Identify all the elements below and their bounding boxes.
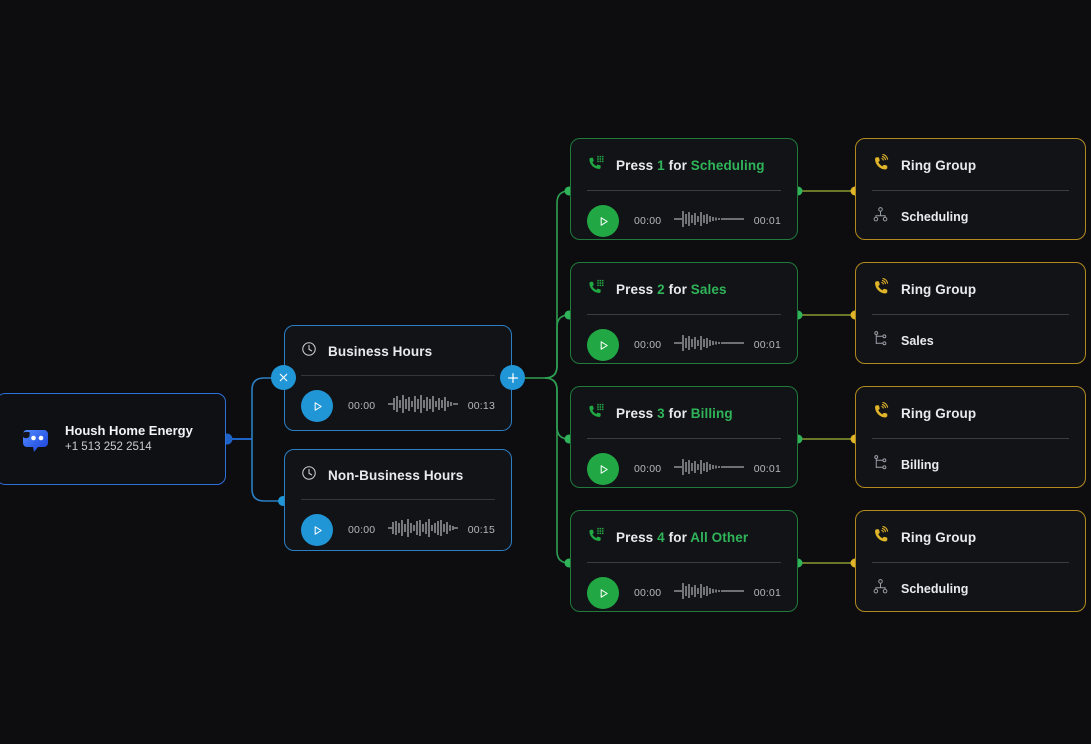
ring-group-destination: Scheduling bbox=[901, 210, 969, 224]
ivr-destination: Scheduling bbox=[690, 158, 765, 173]
ivr-option-node[interactable]: Press 1 for Scheduling 00:00 00:01 bbox=[570, 138, 798, 240]
audio-start-time: 00:00 bbox=[634, 463, 662, 475]
ring-group-node[interactable]: Ring Group Billing bbox=[855, 386, 1086, 488]
audio-end-time: 00:01 bbox=[753, 339, 781, 351]
play-button[interactable] bbox=[587, 453, 619, 485]
divider bbox=[587, 190, 781, 191]
audio-end-time: 00:01 bbox=[753, 215, 781, 227]
ivr-destination: Sales bbox=[690, 282, 727, 297]
node-title: Business Hours bbox=[328, 344, 433, 359]
ivr-key: 1 bbox=[657, 158, 665, 173]
org-chart-icon bbox=[872, 206, 889, 228]
audio-start-time: 00:00 bbox=[348, 524, 376, 536]
ring-group-destination: Scheduling bbox=[901, 582, 969, 596]
organization-phone: +1 513 252 2514 bbox=[65, 441, 152, 454]
ring-group-node[interactable]: Ring Group Scheduling bbox=[855, 138, 1086, 240]
ringing-phone-icon bbox=[872, 525, 890, 549]
audio-start-time: 00:00 bbox=[348, 400, 376, 412]
non-business-hours-node[interactable]: Non-Business Hours 00:00 00:15 bbox=[284, 449, 512, 551]
ivr-option-node[interactable]: Press 3 for Billing 00:00 00:01 bbox=[570, 386, 798, 488]
ivr-key: 2 bbox=[657, 282, 665, 297]
ivr-destination: Billing bbox=[690, 406, 733, 421]
dialpad-phone-icon bbox=[587, 402, 605, 425]
divider bbox=[587, 562, 781, 563]
branch-icon bbox=[872, 330, 889, 352]
press-label: Press bbox=[616, 158, 654, 173]
audio-start-time: 00:00 bbox=[634, 587, 662, 599]
ring-group-destination: Sales bbox=[901, 334, 934, 348]
play-button[interactable] bbox=[301, 514, 333, 546]
remove-node-button[interactable] bbox=[271, 365, 296, 390]
audio-end-time: 00:01 bbox=[753, 587, 781, 599]
ringing-phone-icon bbox=[872, 153, 890, 177]
node-title: Ring Group bbox=[901, 158, 977, 173]
play-button[interactable] bbox=[301, 390, 333, 422]
audio-start-time: 00:00 bbox=[634, 215, 662, 227]
divider bbox=[301, 499, 495, 500]
ringing-phone-icon bbox=[872, 277, 890, 301]
business-hours-node[interactable]: Business Hours 00:00 00:13 bbox=[284, 325, 512, 431]
add-node-button[interactable] bbox=[500, 365, 525, 390]
node-title: Ring Group bbox=[901, 530, 977, 545]
dialpad-phone-icon bbox=[587, 278, 605, 301]
ivr-key: 3 bbox=[657, 406, 665, 421]
clock-icon bbox=[301, 341, 317, 362]
node-title: Ring Group bbox=[901, 406, 977, 421]
divider bbox=[872, 438, 1069, 439]
dialpad-phone-icon bbox=[587, 526, 605, 549]
ivr-option-label: Press 2 for Sales bbox=[616, 282, 727, 297]
waveform[interactable] bbox=[387, 393, 459, 420]
divider bbox=[872, 190, 1069, 191]
ivr-option-label: Press 1 for Scheduling bbox=[616, 158, 765, 173]
branch-icon bbox=[872, 454, 889, 476]
audio-end-time: 00:01 bbox=[753, 463, 781, 475]
divider bbox=[587, 438, 781, 439]
press-label: Press bbox=[616, 406, 654, 421]
node-title: Non-Business Hours bbox=[328, 468, 464, 483]
divider bbox=[301, 375, 495, 376]
clock-icon bbox=[301, 465, 317, 486]
play-button[interactable] bbox=[587, 577, 619, 609]
node-title: Ring Group bbox=[901, 282, 977, 297]
waveform[interactable] bbox=[387, 517, 459, 544]
ivr-key: 4 bbox=[657, 530, 665, 545]
ivr-option-label: Press 4 for All Other bbox=[616, 530, 748, 545]
close-icon bbox=[279, 373, 288, 382]
plus-icon bbox=[507, 372, 518, 383]
ring-group-destination: Billing bbox=[901, 458, 940, 472]
press-label: Press bbox=[616, 282, 654, 297]
divider bbox=[587, 314, 781, 315]
ring-group-node[interactable]: Ring Group Sales bbox=[855, 262, 1086, 364]
for-label: for bbox=[668, 158, 687, 173]
ring-group-node[interactable]: Ring Group Scheduling bbox=[855, 510, 1086, 612]
waveform[interactable] bbox=[673, 332, 745, 359]
audio-end-time: 00:13 bbox=[467, 400, 495, 412]
ringing-phone-icon bbox=[872, 401, 890, 425]
dialpad-phone-icon bbox=[587, 154, 605, 177]
chat-bubble-logo-icon bbox=[17, 424, 51, 454]
for-label: for bbox=[668, 530, 687, 545]
ivr-option-node[interactable]: Press 2 for Sales 00:00 00:01 bbox=[570, 262, 798, 364]
audio-start-time: 00:00 bbox=[634, 339, 662, 351]
waveform[interactable] bbox=[673, 456, 745, 483]
play-button[interactable] bbox=[587, 205, 619, 237]
waveform[interactable] bbox=[673, 208, 745, 235]
organization-node[interactable]: Housh Home Energy +1 513 252 2514 bbox=[0, 393, 226, 485]
divider bbox=[872, 314, 1069, 315]
press-label: Press bbox=[616, 530, 654, 545]
for-label: for bbox=[668, 406, 687, 421]
ivr-option-label: Press 3 for Billing bbox=[616, 406, 733, 421]
organization-name: Housh Home Energy bbox=[65, 423, 193, 439]
org-chart-icon bbox=[872, 578, 889, 600]
ivr-option-node[interactable]: Press 4 for All Other 00:00 00:01 bbox=[570, 510, 798, 612]
divider bbox=[872, 562, 1069, 563]
audio-end-time: 00:15 bbox=[467, 524, 495, 536]
waveform[interactable] bbox=[673, 580, 745, 607]
ivr-destination: All Other bbox=[690, 530, 749, 545]
for-label: for bbox=[668, 282, 687, 297]
play-button[interactable] bbox=[587, 329, 619, 361]
